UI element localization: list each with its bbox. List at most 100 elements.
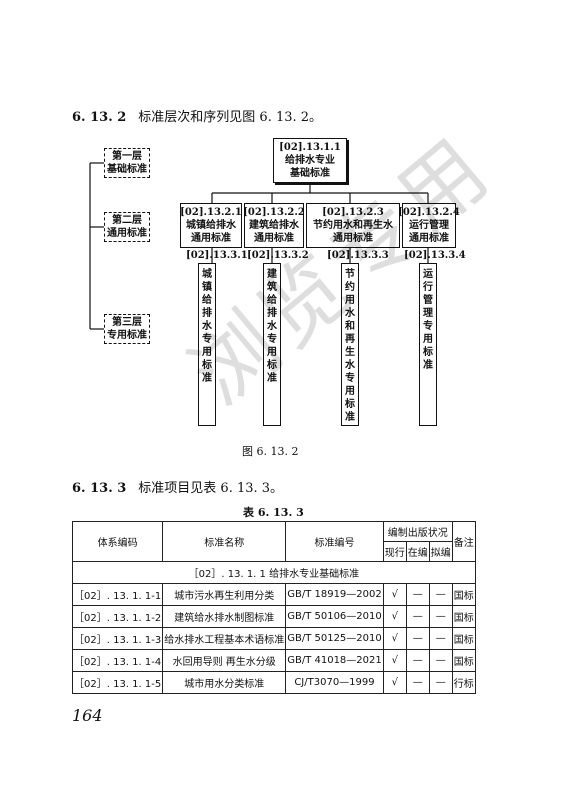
cell-current: √ (382, 583, 407, 606)
cell-in-progress: — (405, 583, 430, 606)
cell-number: GB/T 18919—2002 (285, 583, 384, 606)
cell-code: ［02］. 13. 1. 1-4 (71, 649, 164, 672)
node-code: [02].13.2.3 (322, 207, 384, 218)
cell-number: GB/T 50106—2010 (285, 605, 384, 628)
node-code: [02].13.1.1 (279, 142, 341, 153)
cell-planned: — (428, 583, 453, 606)
cell-remark: 国标 (451, 649, 476, 672)
level-label-first: 第一层 基础标准 (104, 148, 150, 178)
table-row: ［02］. 13. 1. 1-4 水回用导则 再生水分级 GB/T 41018—… (71, 649, 476, 672)
node-code: [02].13.2.4 (398, 207, 460, 218)
cell-current: √ (382, 649, 407, 672)
cell-in-progress: — (405, 649, 430, 672)
cell-planned: — (428, 671, 453, 694)
cell-name: 水回用导则 再生水分级 (162, 649, 287, 672)
node-name-line: 通用标准 (409, 233, 449, 244)
hierarchy-connectors (89, 162, 429, 330)
node-name: 运行管理专用标准 (423, 269, 433, 371)
cell-code: ［02］. 13. 1. 1-5 (71, 671, 164, 694)
level-label-subtitle: 专用标准 (107, 330, 147, 341)
node-name: 建筑给排水专用标准 (267, 269, 277, 384)
node-name: 城镇给排水专用标准 (202, 269, 212, 384)
cell-name: 城市污水再生利用分类 (162, 583, 287, 606)
node-name-line: 给排水专业 (285, 155, 335, 166)
root-node: [02].13.1.1 给排水专业 基础标准 (273, 138, 347, 183)
level2-node-2: [02].13.2.2 建筑给排水 通用标准 (243, 203, 305, 248)
header-remark: 备注 (451, 521, 476, 562)
figure-caption: 图 6. 13. 2 (242, 445, 299, 458)
level-label-second: 第二层 通用标准 (104, 212, 150, 242)
section-number: 6. 13. 2 (72, 110, 127, 125)
table-row: ［02］. 13. 1. 1-5 城市用水分类标准 CJ/T3070—1999 … (71, 671, 476, 694)
level-label-subtitle: 通用标准 (107, 228, 147, 239)
node-name-line: 节约用水和再生水 (313, 220, 393, 231)
node-name-line: 通用标准 (333, 233, 373, 244)
node-name-line: 城镇给排水 (186, 220, 236, 231)
table-header-row: 体系编码 标准名称 标准编号 编制出版状况 备注 (71, 521, 476, 562)
cell-code: ［02］. 13. 1. 1-3 (71, 627, 164, 650)
cell-remark: 国标 (451, 627, 476, 650)
level2-node-4: [02].13.2.4 运行管理 通用标准 (398, 203, 460, 248)
cell-name: 给水排水工程基本术语标准 (162, 627, 287, 650)
table-row: ［02］. 13. 1. 1-2 建筑给水排水制图标准 GB/T 50106—2… (71, 605, 476, 628)
section-heading-6-13-2: 6. 13. 2 标准层次和序列见图 6. 13. 2。 (72, 106, 322, 125)
node-name-line: 通用标准 (254, 233, 294, 244)
level3-node-2: 建筑给排水专用标准 (263, 263, 281, 426)
table-row: ［02］. 13. 1. 1-1 城市污水再生利用分类 GB/T 18919—2… (71, 583, 476, 606)
cell-planned: — (428, 627, 453, 650)
level-label-title: 第三层 (112, 317, 142, 328)
node-name-line: 通用标准 (191, 233, 231, 244)
cell-planned: — (428, 605, 453, 628)
table-caption: 表 6. 13. 3 (243, 506, 304, 519)
cell-in-progress: — (405, 627, 430, 650)
level3-node-1: 城镇给排水专用标准 (198, 263, 216, 426)
level-label-third: 第三层 专用标准 (104, 314, 150, 344)
cell-name: 建筑给水排水制图标准 (162, 605, 287, 628)
level3-node-3: 节约用水和再生水专用标准 (341, 263, 359, 426)
cell-number: GB/T 41018—2021 (285, 649, 384, 672)
level3-code-1: [02].13.3.1 (186, 250, 248, 261)
table-row: ［02］. 13. 1. 1-3 给水排水工程基本术语标准 GB/T 50125… (71, 627, 476, 650)
node-name: 节约用水和再生水专用标准 (345, 269, 355, 423)
level3-code-4: [02].13.3.4 (404, 250, 466, 261)
header-number: 标准编号 (285, 521, 384, 562)
node-name-line: 运行管理 (409, 220, 449, 231)
level3-node-4: 运行管理专用标准 (419, 263, 437, 426)
node-code: [02].13.2.2 (243, 207, 305, 218)
section-number: 6. 13. 3 (72, 481, 127, 496)
level-label-title: 第一层 (112, 151, 142, 162)
cell-code: ［02］. 13. 1. 1-1 (71, 583, 164, 606)
level-label-subtitle: 基础标准 (107, 164, 147, 175)
header-name: 标准名称 (162, 521, 287, 562)
cell-number: GB/T 50125—2010 (285, 627, 384, 650)
node-name-line: 建筑给排水 (249, 220, 299, 231)
node-code: [02].13.2.1 (180, 207, 242, 218)
header-system-code: 体系编码 (71, 521, 164, 562)
table-subheader-row: 现行 在编 拟编 (73, 541, 476, 562)
level2-node-1: [02].13.2.1 城镇给排水 通用标准 (180, 203, 242, 248)
table-group-row: ［02］. 13. 1. 1 给排水专业基础标准 (72, 561, 476, 584)
level3-code-2: [02].13.3.2 (247, 250, 309, 261)
cell-in-progress: — (405, 605, 430, 628)
cell-current: √ (382, 627, 407, 650)
level-label-title: 第二层 (112, 215, 142, 226)
level2-node-3: [02].13.2.3 节约用水和再生水 通用标准 (306, 203, 400, 248)
cell-remark: 国标 (451, 605, 476, 628)
section-text: 标准层次和序列见图 6. 13. 2。 (138, 110, 323, 125)
page-number: 164 (72, 706, 103, 725)
node-name-line: 基础标准 (290, 168, 330, 179)
cell-in-progress: — (405, 671, 430, 694)
cell-current: √ (382, 671, 407, 694)
cell-code: ［02］. 13. 1. 1-2 (71, 605, 164, 628)
header-in-progress: 在编 (405, 541, 430, 562)
cell-remark: 行标 (451, 671, 476, 694)
cell-remark: 国标 (451, 583, 476, 606)
header-current: 现行 (382, 541, 407, 562)
section-text: 标准项目见表 6. 13. 3。 (138, 481, 284, 496)
header-planned: 拟编 (428, 541, 453, 562)
standards-table: 体系编码 标准名称 标准编号 编制出版状况 备注 现行 在编 拟编 ［02］. … (71, 521, 476, 694)
cell-number: CJ/T3070—1999 (285, 671, 384, 694)
section-heading-6-13-3: 6. 13. 3 标准项目见表 6. 13. 3。 (72, 477, 283, 496)
cell-name: 城市用水分类标准 (162, 671, 287, 694)
header-status: 编制出版状况 (382, 521, 453, 542)
